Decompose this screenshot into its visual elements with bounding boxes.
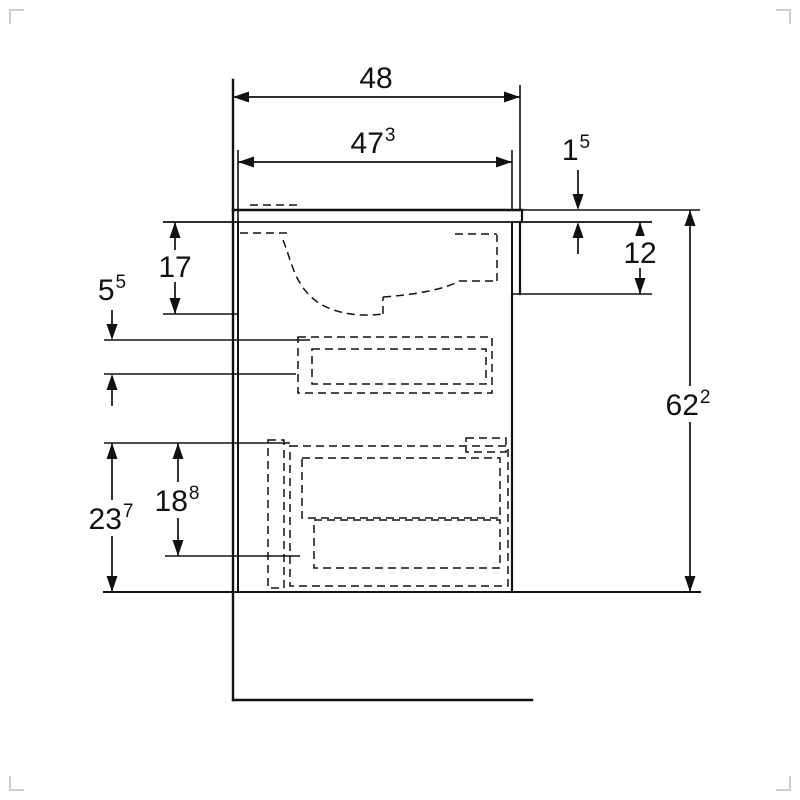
arrow-countertop-bottom — [572, 222, 584, 238]
arrow-gap-down — [106, 324, 118, 340]
arrow-basin-depth-bottom — [169, 298, 181, 314]
arrow-drawer-inner-top — [172, 443, 184, 459]
lower-drawer-front-dashed — [267, 439, 285, 589]
dim-value: 62 — [666, 389, 699, 422]
arrow-cabinet-width-left — [238, 156, 254, 168]
arrow-countertop-top — [572, 194, 584, 210]
basin-bowl-right-curve — [382, 280, 460, 298]
arrow-cabinet-width-right — [496, 156, 512, 168]
hidden-lines — [240, 204, 509, 589]
arrow-gap-up — [106, 374, 118, 390]
dimension-arrows — [106, 91, 696, 592]
drawer-rail-dashed — [465, 437, 507, 453]
dim-value: 17 — [158, 251, 191, 284]
arrow-overall-height-top — [684, 210, 696, 226]
arrow-drawer-front-top — [106, 443, 118, 459]
arrow-overall-width-left — [233, 91, 249, 103]
dim-label-overall-height: 622 — [666, 387, 711, 422]
dim-value: 12 — [623, 237, 656, 270]
lower-drawer-outer-dashed — [289, 445, 509, 587]
dim-label-overall-width: 48 — [359, 62, 392, 95]
halo-drawer-inner — [148, 482, 206, 518]
lower-drawer-box2-dashed — [313, 519, 501, 569]
corner-marks — [9, 9, 791, 791]
dim-value: 47 — [351, 127, 384, 160]
corner-mark-top-left — [9, 9, 24, 24]
arrow-apron-bottom — [634, 278, 646, 294]
dim-label-gap: 55 — [98, 272, 126, 307]
dim-label-countertop-thickness: 15 — [562, 132, 590, 167]
dim-value: 5 — [98, 274, 115, 307]
upper-drawer-outer-dashed — [297, 336, 493, 394]
arrow-overall-width-right — [504, 91, 520, 103]
corner-mark-top-right — [776, 9, 791, 24]
arrow-drawer-front-bottom — [106, 576, 118, 592]
dim-label-basin-depth: 17 — [158, 251, 191, 284]
dim-superscript: 5 — [580, 132, 591, 153]
arrow-drawer-inner-bottom — [172, 540, 184, 556]
dim-superscript: 2 — [700, 387, 711, 408]
halo-drawer-front — [82, 500, 140, 536]
basin-bowl-left-curve — [282, 239, 384, 316]
lower-drawer-box1-dashed — [301, 457, 501, 519]
arrow-basin-depth-top — [169, 222, 181, 238]
dim-value: 23 — [89, 503, 122, 536]
dim-label-drawer-inner: 188 — [155, 483, 200, 518]
upper-drawer-inner-dashed — [311, 348, 487, 385]
dimension-label-halos — [82, 236, 720, 536]
corner-mark-bottom-right — [776, 776, 791, 791]
arrow-overall-height-bottom — [684, 576, 696, 592]
arrow-apron-top — [634, 222, 646, 238]
reference-lines — [104, 85, 700, 557]
corner-mark-bottom-left — [9, 776, 24, 791]
dim-label-front-apron: 12 — [623, 237, 656, 270]
dim-value: 48 — [359, 62, 392, 95]
dimension-labels: 48 473 15 12 17 55 622 188 237 — [89, 62, 711, 536]
halo-overall-height — [660, 386, 720, 422]
halo-front-apron — [618, 236, 662, 268]
dim-superscript: 3 — [385, 125, 396, 146]
structure-lines — [103, 78, 701, 702]
dim-label-cabinet-width: 473 — [351, 125, 396, 160]
dim-value: 1 — [562, 134, 579, 167]
dim-superscript: 8 — [189, 483, 200, 504]
halo-basin-depth — [154, 250, 196, 282]
dim-value: 18 — [155, 485, 188, 518]
dim-superscript: 7 — [123, 501, 134, 522]
dim-label-drawer-front: 237 — [89, 501, 134, 536]
dim-superscript: 5 — [116, 272, 127, 293]
